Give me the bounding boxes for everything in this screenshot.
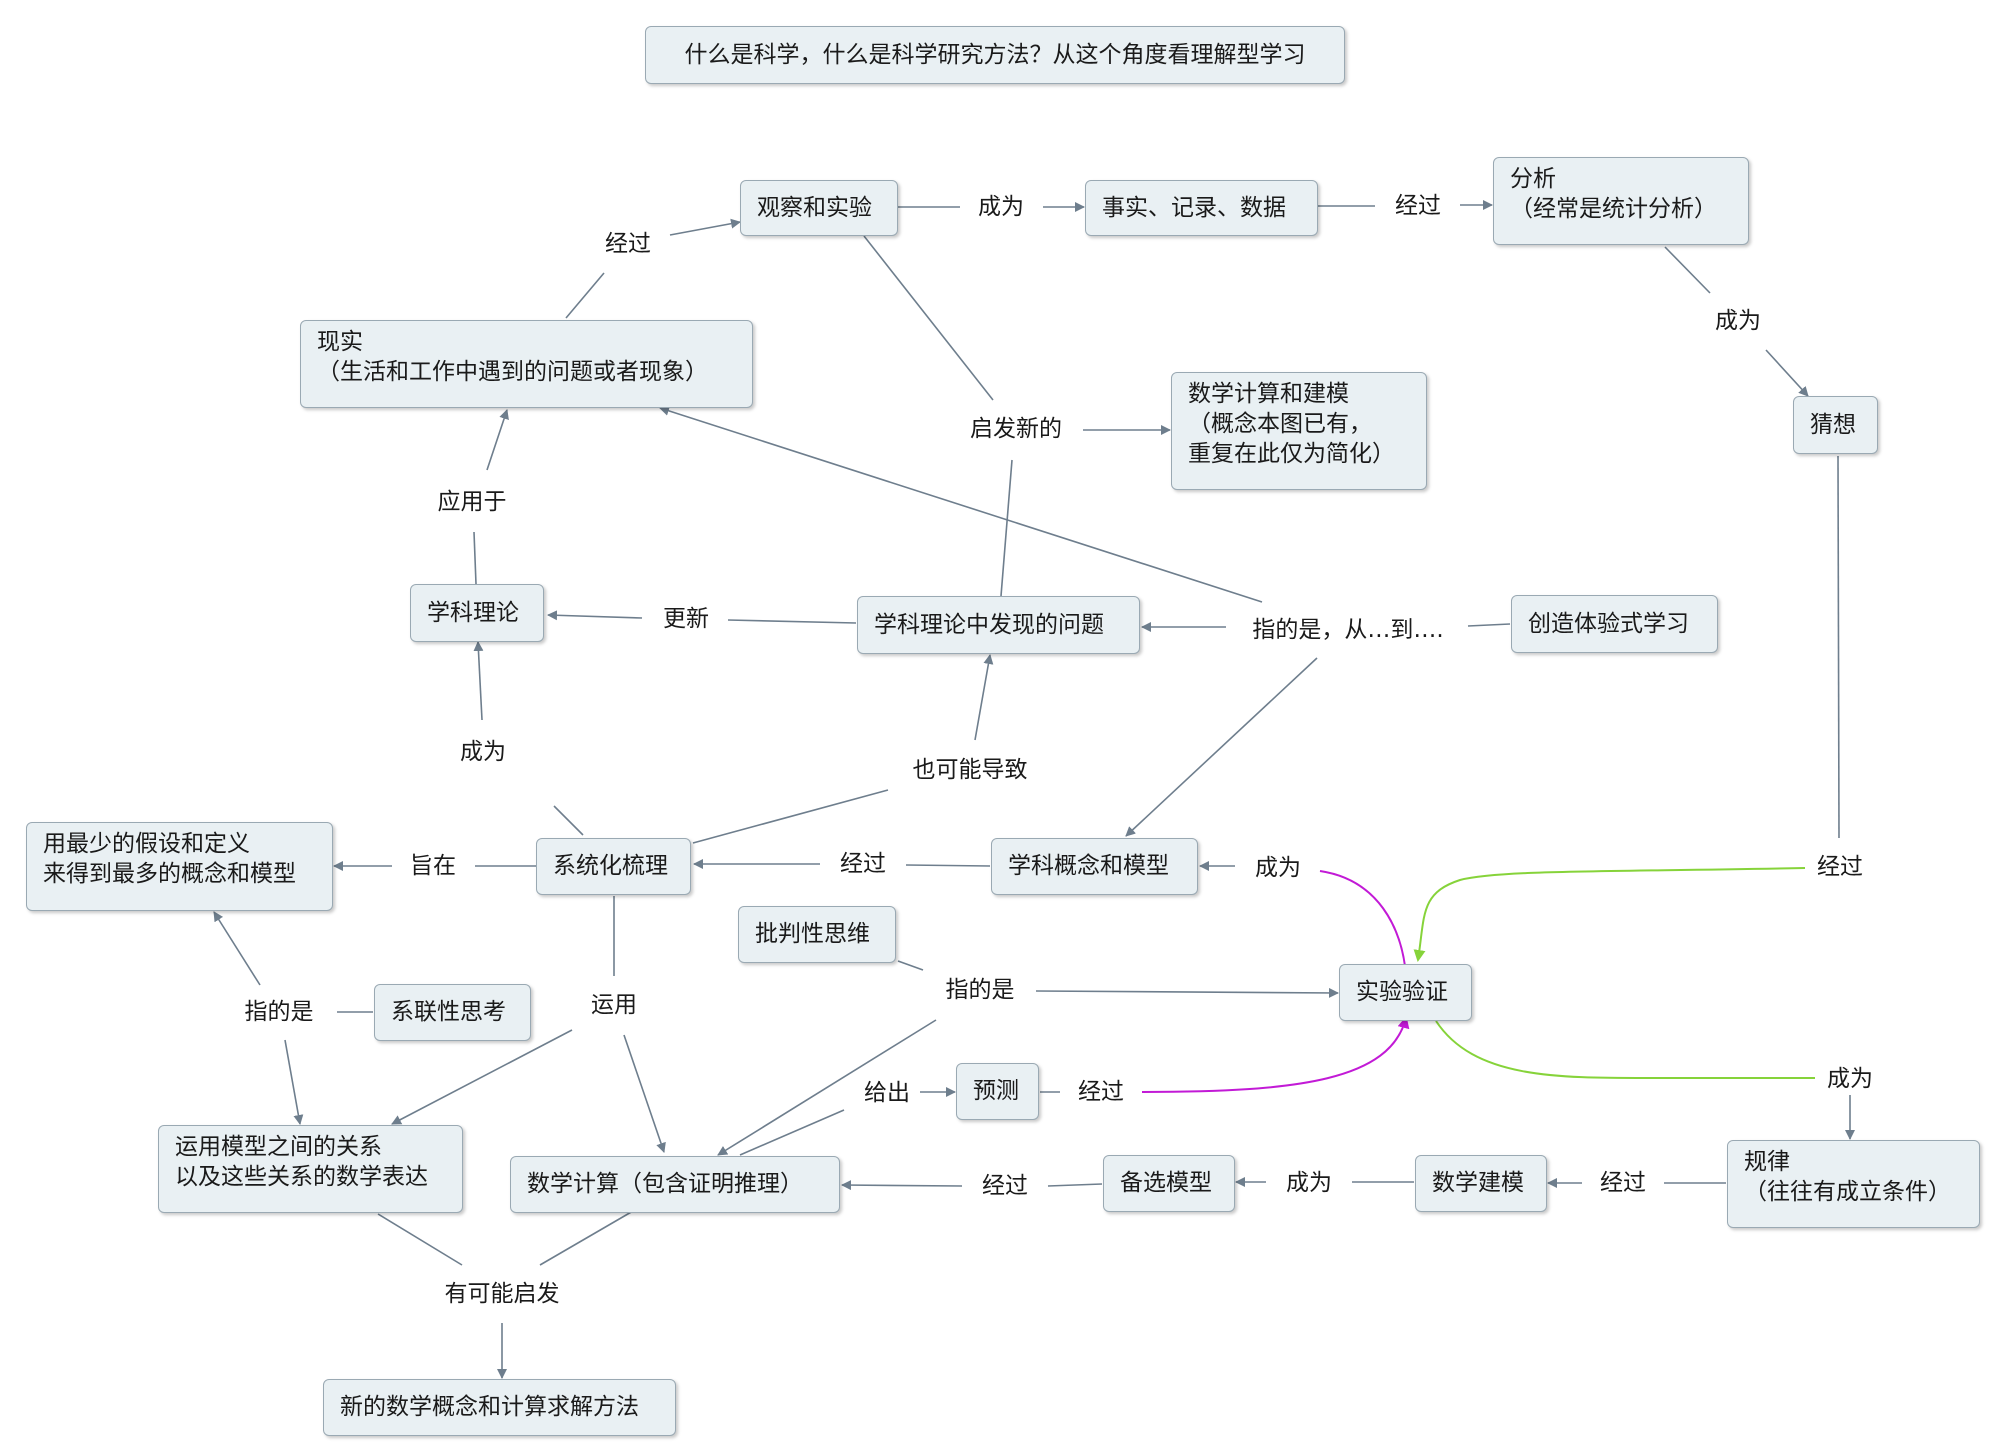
candidate-model-node[interactable]: 备选模型 bbox=[1103, 1155, 1235, 1212]
creative-experiential-learning-node[interactable]: 创造体验式学习 bbox=[1511, 595, 1718, 653]
discipline-theory-node[interactable]: 学科理论 bbox=[410, 584, 544, 642]
analysis-node[interactable]: 分析 （经常是统计分析） bbox=[1493, 157, 1749, 245]
prediction-node[interactable]: 预测 bbox=[956, 1063, 1039, 1120]
link-label: 有可能启发 bbox=[440, 1279, 564, 1309]
link-label: 经过 bbox=[1391, 191, 1445, 221]
link-label: 成为 bbox=[974, 192, 1028, 222]
link-label: 经过 bbox=[1074, 1077, 1128, 1107]
theory-problems-node[interactable]: 学科理论中发现的问题 bbox=[857, 596, 1140, 654]
title-box: 什么是科学，什么是科学研究方法？从这个角度看理解型学习 bbox=[645, 26, 1345, 84]
link-label: 成为 bbox=[1251, 853, 1305, 883]
link-label: 旨在 bbox=[406, 851, 460, 881]
link-label: 成为 bbox=[1823, 1064, 1877, 1094]
link-label: 指的是 bbox=[941, 975, 1019, 1005]
link-label: 应用于 bbox=[433, 487, 511, 517]
math-calc-modeling-node[interactable]: 数学计算和建模 （概念本图已有， 重复在此仅为简化） bbox=[1171, 372, 1427, 490]
link-label: 指的是，从…到…. bbox=[1248, 615, 1448, 645]
new-math-methods-node[interactable]: 新的数学概念和计算求解方法 bbox=[323, 1379, 676, 1436]
systematize-node[interactable]: 系统化梳理 bbox=[536, 838, 691, 895]
link-label: 也可能导致 bbox=[908, 755, 1032, 785]
reality-node[interactable]: 现实 （生活和工作中遇到的问题或者现象） bbox=[300, 320, 753, 408]
math-modeling-node[interactable]: 数学建模 bbox=[1415, 1155, 1547, 1212]
link-label: 更新 bbox=[659, 604, 713, 634]
link-label: 运用 bbox=[587, 990, 641, 1020]
link-label: 经过 bbox=[978, 1171, 1032, 1201]
link-label: 经过 bbox=[1596, 1168, 1650, 1198]
link-label: 成为 bbox=[1711, 306, 1765, 336]
facts-records-data-node[interactable]: 事实、记录、数据 bbox=[1085, 180, 1318, 236]
link-label: 经过 bbox=[601, 229, 655, 259]
critical-thinking-node[interactable]: 批判性思维 bbox=[738, 906, 896, 963]
concepts-models-node[interactable]: 学科概念和模型 bbox=[991, 838, 1198, 895]
link-label: 给出 bbox=[860, 1078, 914, 1108]
link-label: 成为 bbox=[456, 737, 510, 767]
link-label: 启发新的 bbox=[966, 414, 1066, 444]
link-label: 指的是 bbox=[240, 997, 318, 1027]
guess-node[interactable]: 猜想 bbox=[1793, 396, 1878, 454]
minimal-assumptions-node[interactable]: 用最少的假设和定义 来得到最多的概念和模型 bbox=[26, 822, 333, 911]
model-relations-node[interactable]: 运用模型之间的关系 以及这些关系的数学表达 bbox=[158, 1125, 463, 1213]
experiment-validation-node[interactable]: 实验验证 bbox=[1339, 964, 1472, 1021]
math-calculation-proof-node[interactable]: 数学计算（包含证明推理） bbox=[510, 1156, 840, 1213]
link-label: 经过 bbox=[1813, 852, 1867, 882]
relational-thinking-node[interactable]: 系联性思考 bbox=[374, 984, 531, 1041]
observation-experiment-node[interactable]: 观察和实验 bbox=[740, 180, 898, 236]
link-label: 经过 bbox=[836, 849, 890, 879]
law-node[interactable]: 规律 （往往有成立条件） bbox=[1727, 1140, 1980, 1228]
link-label: 成为 bbox=[1282, 1168, 1336, 1198]
